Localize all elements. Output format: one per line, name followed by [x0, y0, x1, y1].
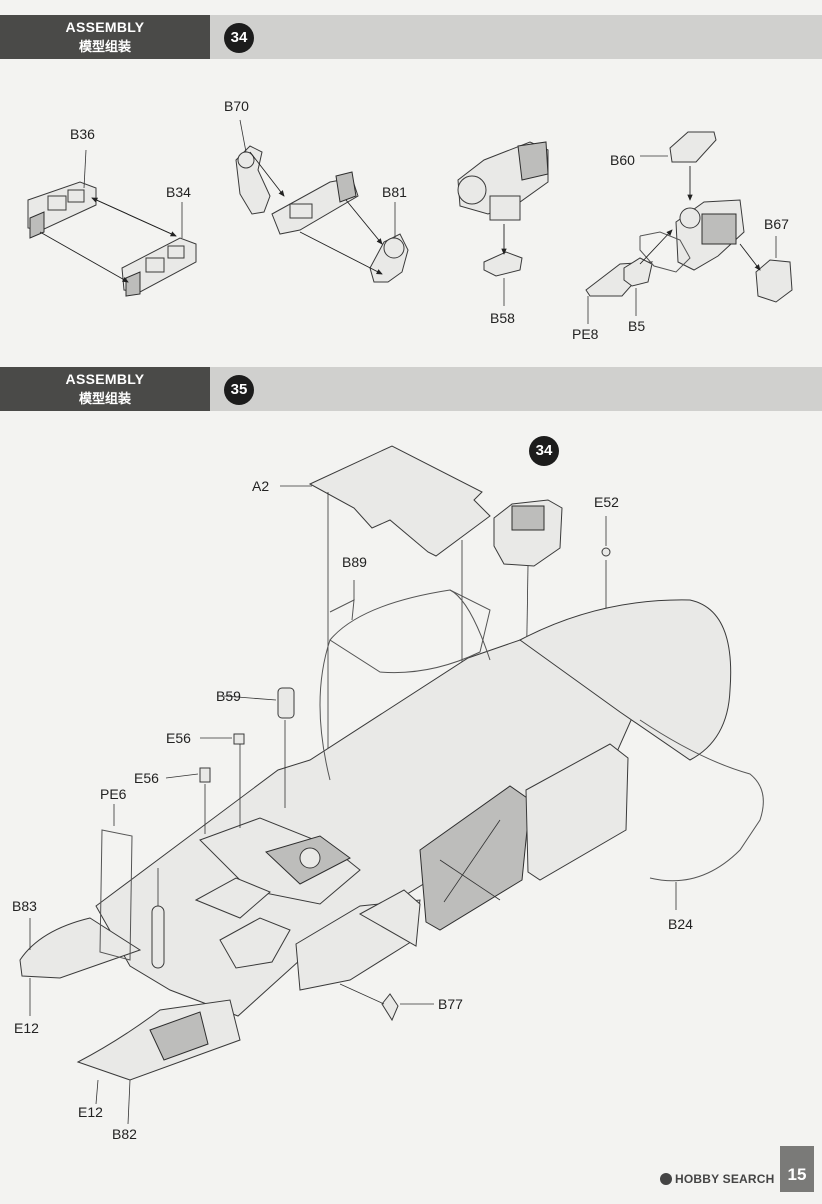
label-b24: B24	[668, 916, 693, 932]
step-34-title-en: ASSEMBLY	[65, 19, 145, 35]
label-b5: B5	[628, 318, 646, 334]
subassembly-b60-b67-pe8-b5	[585, 131, 793, 324]
step-35-title-en: ASSEMBLY	[65, 371, 145, 387]
step-34-header: ASSEMBLY 模型组装 34	[0, 15, 822, 59]
watermark: HOBBY SEARCH	[660, 1172, 775, 1186]
step-35-number: 35	[224, 375, 254, 405]
label-b82: B82	[112, 1126, 137, 1142]
label-e56-lower: E56	[134, 770, 159, 786]
label-b58: B58	[490, 310, 515, 326]
step-35-title-box: ASSEMBLY 模型组装	[0, 367, 210, 411]
step-34-reference: 34	[529, 436, 559, 466]
label-b77: B77	[438, 996, 463, 1012]
label-b67: B67	[764, 216, 789, 232]
label-b36: B36	[70, 126, 95, 142]
label-e52: E52	[594, 494, 619, 510]
step-35-header: ASSEMBLY 模型组装 35	[0, 367, 822, 411]
page-number: 15	[780, 1146, 814, 1192]
subassembly-b36-b34	[27, 149, 197, 297]
label-e12-lower: E12	[78, 1104, 103, 1120]
subassembly-b70-b81	[235, 119, 409, 283]
label-b89: B89	[342, 554, 367, 570]
label-b60: B60	[610, 152, 635, 168]
subassembly-b58	[457, 141, 549, 306]
label-pe6: PE6	[100, 786, 127, 802]
label-b70: B70	[224, 98, 249, 114]
watermark-text: HOBBY SEARCH	[675, 1172, 775, 1186]
label-b83: B83	[12, 898, 37, 914]
label-e12-upper: E12	[14, 1020, 39, 1036]
step-34-title-box: ASSEMBLY 模型组装	[0, 15, 210, 59]
hobby-search-logo-icon	[660, 1173, 672, 1185]
label-e56-upper: E56	[166, 730, 191, 746]
step-35-hull-drawing	[19, 445, 764, 1125]
label-b34: B34	[166, 184, 191, 200]
step-35-title-cn: 模型组装	[78, 391, 131, 406]
label-b59: B59	[216, 688, 241, 704]
label-b81: B81	[382, 184, 407, 200]
step-34-number: 34	[224, 23, 254, 53]
label-a2: A2	[252, 478, 270, 494]
label-pe8: PE8	[572, 326, 599, 342]
step-34-title-cn: 模型组装	[78, 39, 131, 54]
